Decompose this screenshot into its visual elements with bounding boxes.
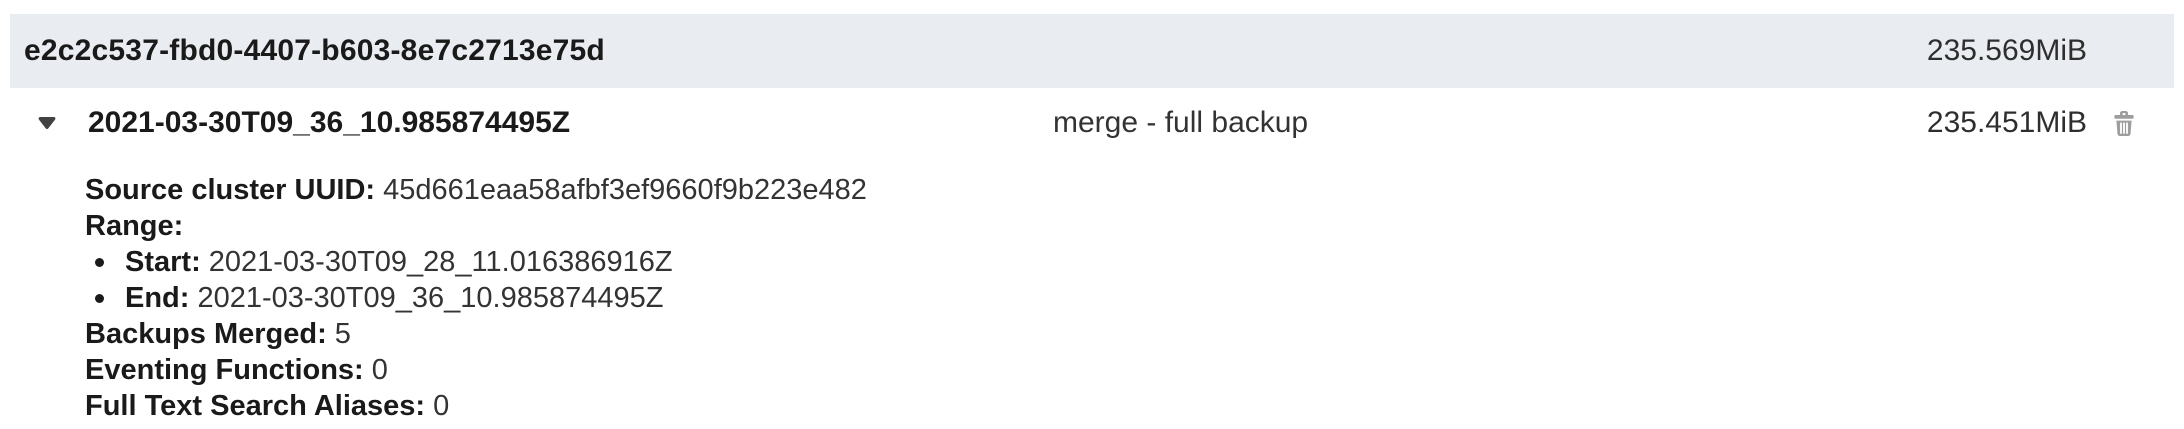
range-end-label: End: (125, 282, 190, 314)
trash-icon (2112, 110, 2136, 137)
range-end-value: 2021-03-30T09_36_10.985874495Z (197, 282, 664, 314)
backup-actions-cell (2087, 110, 2160, 137)
detail-source-cluster-uuid: Source cluster UUID:45d661eaa58afbf3ef96… (85, 172, 2174, 208)
bullet-icon (95, 257, 104, 267)
bullet-icon (95, 293, 104, 303)
backup-name: 2021-03-30T09_36_10.985874495Z (88, 106, 571, 139)
repository-id: e2c2c537-fbd0-4407-b603-8e7c2713e75d (24, 34, 605, 67)
detail-eventing-functions: Eventing Functions:0 (85, 352, 2174, 388)
range-end-item: End:2021-03-30T09_36_10.985874495Z (85, 280, 2174, 316)
backups-merged-label: Backups Merged: (85, 318, 327, 350)
delete-backup-button[interactable] (2112, 110, 2136, 137)
caret-down-icon (37, 116, 57, 130)
range-start-label: Start: (125, 246, 201, 278)
repository-total-size: 235.569MiB (1926, 34, 2087, 67)
backups-merged-value: 5 (334, 318, 351, 350)
detail-full-text-search-aliases: Full Text Search Aliases:0 (85, 388, 2174, 424)
full-text-search-aliases-label: Full Text Search Aliases: (85, 390, 426, 422)
range-start-item: Start:2021-03-30T09_28_11.016386916Z (85, 244, 2174, 280)
collapse-toggle-button[interactable] (37, 116, 57, 130)
detail-range-heading: Range: (85, 208, 2174, 244)
source-cluster-uuid-label: Source cluster UUID: (85, 174, 376, 206)
full-text-search-aliases-value: 0 (433, 390, 450, 422)
detail-backups-merged: Backups Merged:5 (85, 316, 2174, 352)
eventing-functions-value: 0 (371, 354, 388, 386)
backup-name-cell: 2021-03-30T09_36_10.985874495Z (24, 106, 1053, 140)
range-label: Range: (85, 210, 184, 242)
backup-row[interactable]: 2021-03-30T09_36_10.985874495Z merge - f… (10, 88, 2174, 158)
repository-header-bar: e2c2c537-fbd0-4407-b603-8e7c2713e75d 235… (10, 14, 2174, 88)
source-cluster-uuid-value: 45d661eaa58afbf3ef9660f9b223e482 (383, 174, 867, 206)
backup-type: merge - full backup (1053, 106, 1309, 139)
backup-size: 235.451MiB (1926, 106, 2087, 139)
range-list: Start:2021-03-30T09_28_11.016386916Z End… (85, 244, 2174, 316)
eventing-functions-label: Eventing Functions: (85, 354, 364, 386)
range-start-value: 2021-03-30T09_28_11.016386916Z (208, 246, 673, 278)
backup-details: Source cluster UUID:45d661eaa58afbf3ef96… (85, 172, 2174, 424)
